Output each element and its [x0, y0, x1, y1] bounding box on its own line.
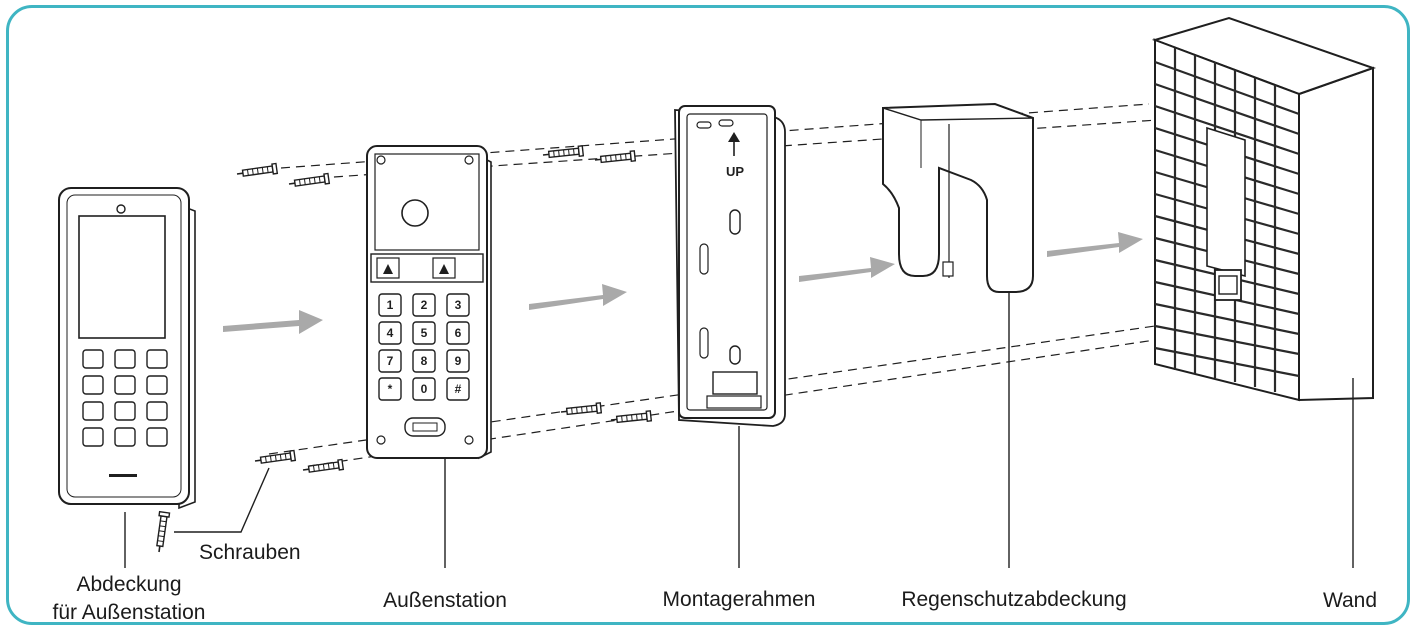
- keypad-key: 2: [421, 298, 428, 312]
- outdoor-station: 1 2 3 4 5 6 7 8 9 * 0 #: [366, 145, 492, 568]
- keypad-key: 9: [455, 354, 462, 368]
- diagram-frame: 1 2 3 4 5 6 7 8 9 * 0 # UP: [6, 5, 1410, 625]
- mounting-frame: UP: [674, 105, 786, 568]
- assembly-arrows: [223, 232, 1143, 334]
- keypad-key: 4: [387, 326, 394, 340]
- exploded-installation-drawing: 1 2 3 4 5 6 7 8 9 * 0 # UP: [58, 16, 1377, 568]
- keypad-key: 7: [387, 354, 394, 368]
- arrow-4: [1047, 232, 1143, 257]
- label-regenschutzabdeckung: Regenschutzabdeckung: [901, 588, 1127, 611]
- keypad-key: 1: [387, 298, 394, 312]
- arrow-2: [529, 284, 627, 310]
- label-abdeckung-line1: Abdeckung: [76, 573, 182, 596]
- keypad-key: 0: [421, 382, 428, 396]
- keypad-key: 5: [421, 326, 428, 340]
- label-abdeckung-line2: für Außenstation: [52, 601, 206, 624]
- wall: [1151, 16, 1377, 568]
- schrauben-leader: [174, 467, 270, 533]
- keypad-key: #: [455, 382, 462, 396]
- arrow-3: [799, 257, 895, 282]
- label-wand: Wand: [1322, 589, 1378, 612]
- label-schrauben: Schrauben: [199, 541, 301, 564]
- up-mark: UP: [726, 164, 744, 179]
- rain-cover: [882, 102, 1034, 568]
- keypad-key: 6: [455, 326, 462, 340]
- keypad-key: 8: [421, 354, 428, 368]
- keypad-key: 3: [455, 298, 462, 312]
- label-aussenstation: Außenstation: [383, 589, 507, 612]
- label-montagerahmen: Montagerahmen: [662, 588, 816, 611]
- keypad-key: *: [388, 382, 393, 396]
- arrow-1: [223, 310, 323, 334]
- cover-plate: [58, 187, 196, 568]
